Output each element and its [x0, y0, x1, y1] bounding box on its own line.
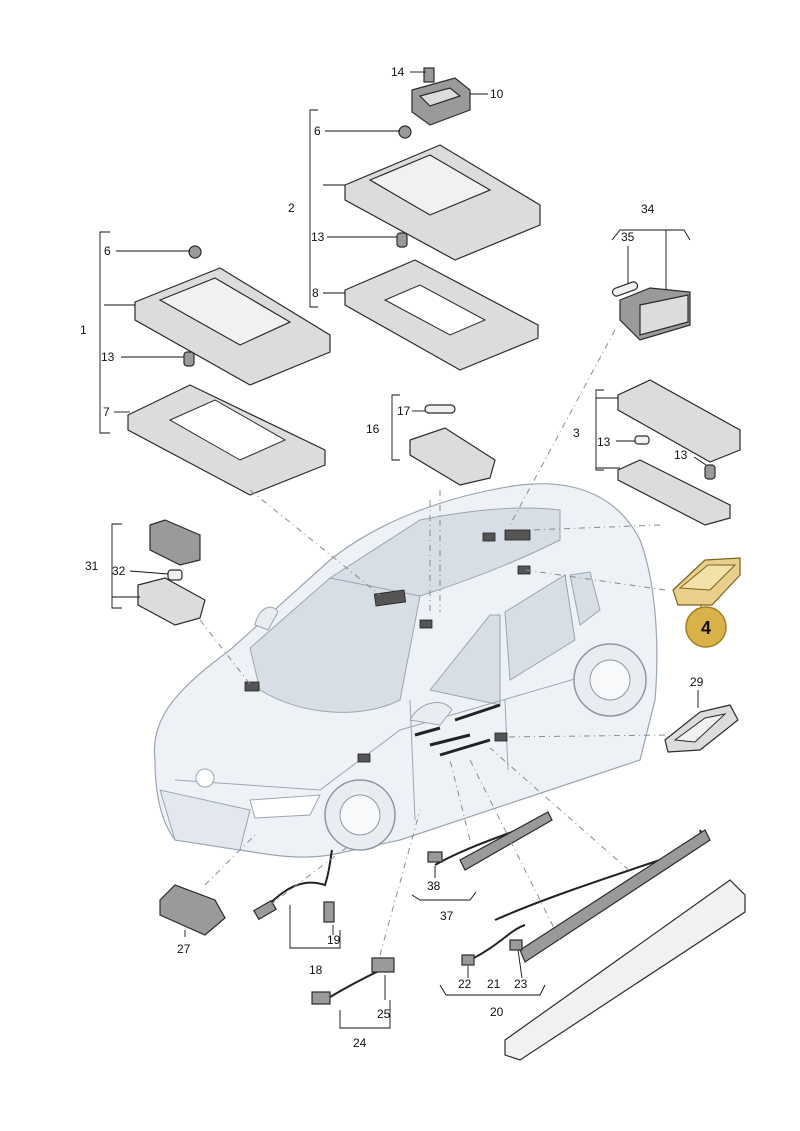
label-35: 35 [621, 230, 635, 244]
side-window-front [429, 614, 501, 706]
part-group-1 [127, 245, 331, 496]
part-13-bulb [183, 351, 195, 367]
part-31-lamp [137, 577, 206, 626]
part-25-connector [371, 957, 395, 973]
label-34: 34 [641, 202, 655, 216]
part-21-connector [509, 939, 523, 951]
label-37: 37 [440, 909, 454, 923]
label-6: 6 [104, 244, 111, 258]
label-4: 4 [701, 618, 711, 638]
part-38-connector [427, 851, 443, 863]
label-13: 13 [101, 350, 115, 364]
label-27: 27 [177, 942, 191, 956]
part-31-housing [149, 519, 201, 566]
part-13-bulb [634, 435, 650, 445]
label-21: 21 [487, 977, 501, 991]
side-window-quarter [569, 571, 601, 626]
label-16: 16 [366, 422, 380, 436]
label-13: 13 [674, 448, 688, 462]
part-group-34 [611, 281, 691, 341]
label-38: 38 [427, 879, 441, 893]
part-group-37 [427, 811, 553, 871]
part-group-3 [617, 379, 741, 526]
label-25: 25 [377, 1007, 391, 1021]
part-group-24 [311, 957, 395, 1005]
label-22: 22 [458, 977, 472, 991]
sill-trim [504, 879, 746, 1061]
part-3-cover [617, 459, 731, 526]
part-27 [159, 884, 226, 936]
part-22-connector [461, 954, 475, 966]
part-17-bulb [424, 404, 456, 414]
leader-lines [99, 71, 707, 1029]
label-31: 31 [85, 559, 99, 573]
label-8: 8 [312, 286, 319, 300]
label-6: 6 [314, 124, 321, 138]
part-19-connector [323, 901, 335, 923]
part-4-highlighted [672, 557, 741, 606]
label-13: 13 [597, 435, 611, 449]
label-14: 14 [391, 65, 405, 79]
part-6-clip [188, 245, 202, 259]
part-group-31 [137, 519, 206, 626]
part-group-20 [461, 829, 746, 1061]
highlight-badge-4: 4 [685, 604, 727, 648]
part-13-bulb [704, 464, 716, 480]
label-23: 23 [514, 977, 528, 991]
label-13: 13 [311, 230, 325, 244]
label-2: 2 [288, 201, 295, 215]
label-1: 1 [80, 323, 87, 337]
part-number-labels: 14 10 6 2 13 8 6 1 13 7 17 16 34 35 3 13… [80, 65, 704, 1050]
part-3 [617, 379, 741, 463]
part-6-clip [398, 125, 412, 139]
label-3: 3 [573, 426, 580, 440]
part-16 [409, 427, 496, 486]
label-18: 18 [309, 963, 323, 977]
side-window-rear [504, 574, 576, 681]
part-group-18 [253, 849, 335, 923]
label-32: 32 [112, 564, 126, 578]
label-19: 19 [327, 933, 341, 947]
label-10: 10 [490, 87, 504, 101]
part-group-16 [409, 404, 496, 486]
part-13-bulb [396, 232, 408, 248]
vw-logo [195, 768, 215, 788]
label-24: 24 [353, 1036, 367, 1050]
part-35-bulb [611, 281, 639, 297]
car-illustration [153, 483, 658, 858]
roof-window [328, 507, 561, 597]
part-group-2 [344, 67, 541, 371]
label-17: 17 [397, 404, 411, 418]
label-7: 7 [103, 405, 110, 419]
label-29: 29 [690, 675, 704, 689]
dashed-leaders [199, 329, 666, 956]
label-20: 20 [490, 1005, 504, 1019]
part-32-bulb [167, 569, 183, 581]
